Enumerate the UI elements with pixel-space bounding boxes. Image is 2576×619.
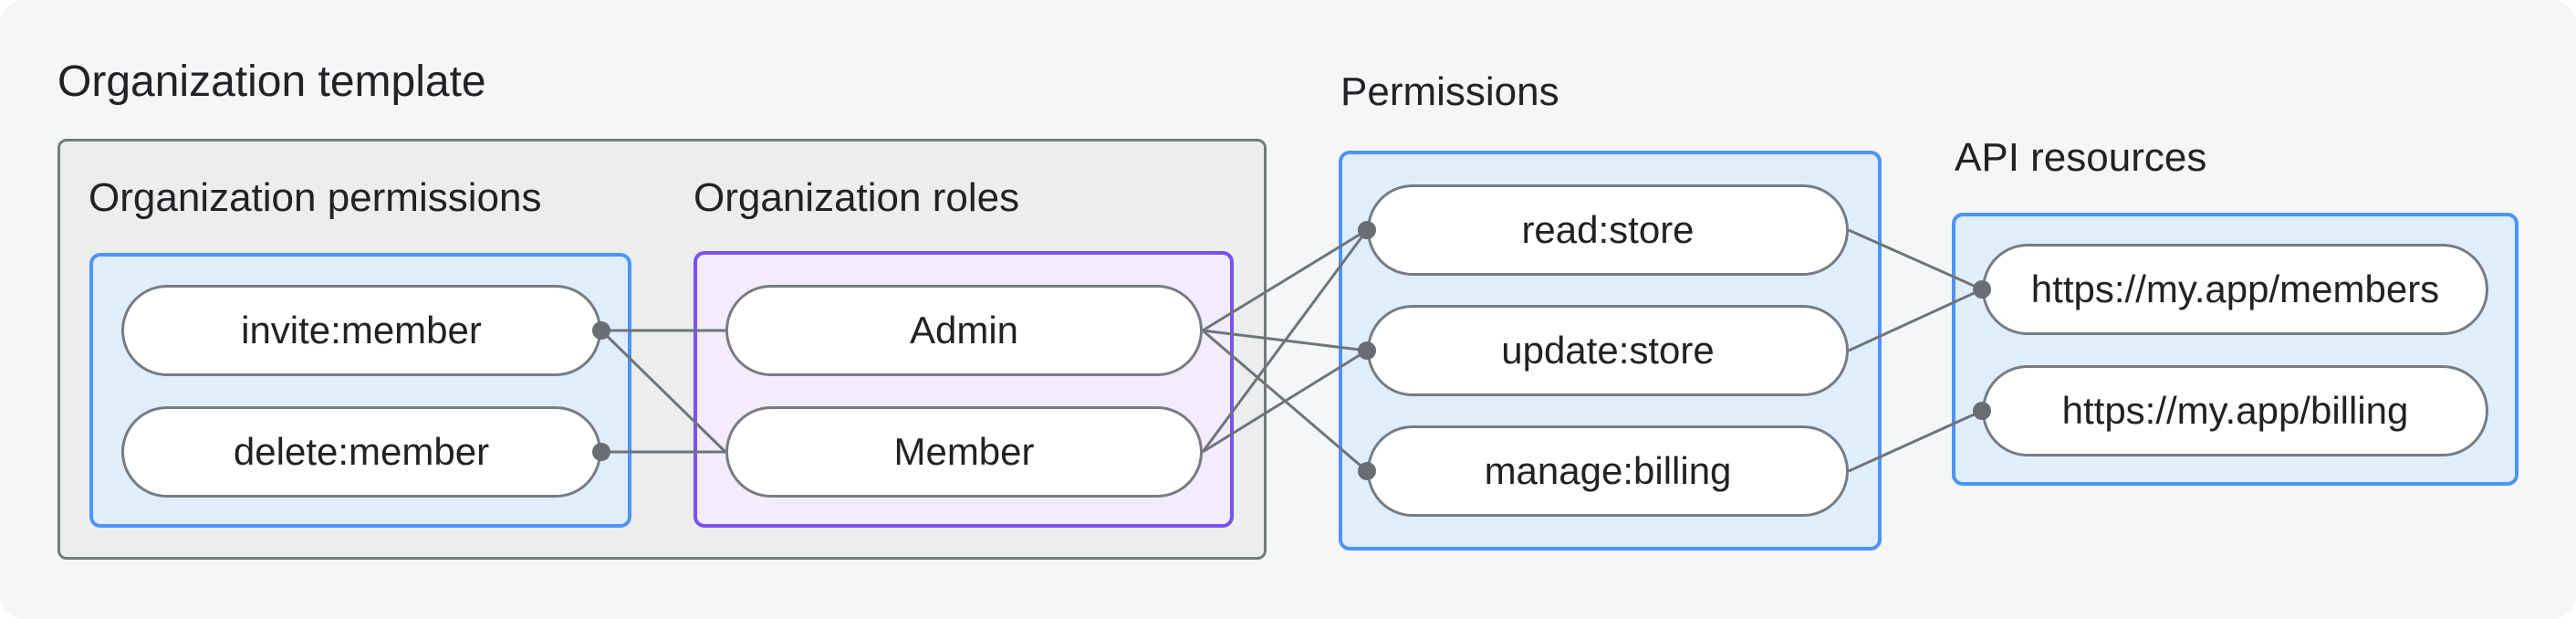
node-pill-admin: Admin <box>725 285 1203 376</box>
node-pill-invite-member: invite:member <box>121 285 601 376</box>
group-label-org-permissions: Organization permissions <box>89 175 542 220</box>
group-label-org-roles: Organization roles <box>694 175 1020 220</box>
node-pill-member: Member <box>725 406 1203 498</box>
node-pill-update-store: update:store <box>1367 305 1849 396</box>
node-pill-billing-resource: https://my.app/billing <box>1982 365 2488 456</box>
group-label-api-resources: API resources <box>1955 135 2207 180</box>
node-pill-manage-billing: manage:billing <box>1367 425 1849 517</box>
group-label-permissions: Permissions <box>1340 69 1559 114</box>
node-pill-delete-member: delete:member <box>121 406 601 498</box>
node-pill-members-resource: https://my.app/members <box>1982 244 2488 335</box>
organization-template-title: Organization template <box>57 58 486 106</box>
node-pill-read-store: read:store <box>1367 184 1849 276</box>
